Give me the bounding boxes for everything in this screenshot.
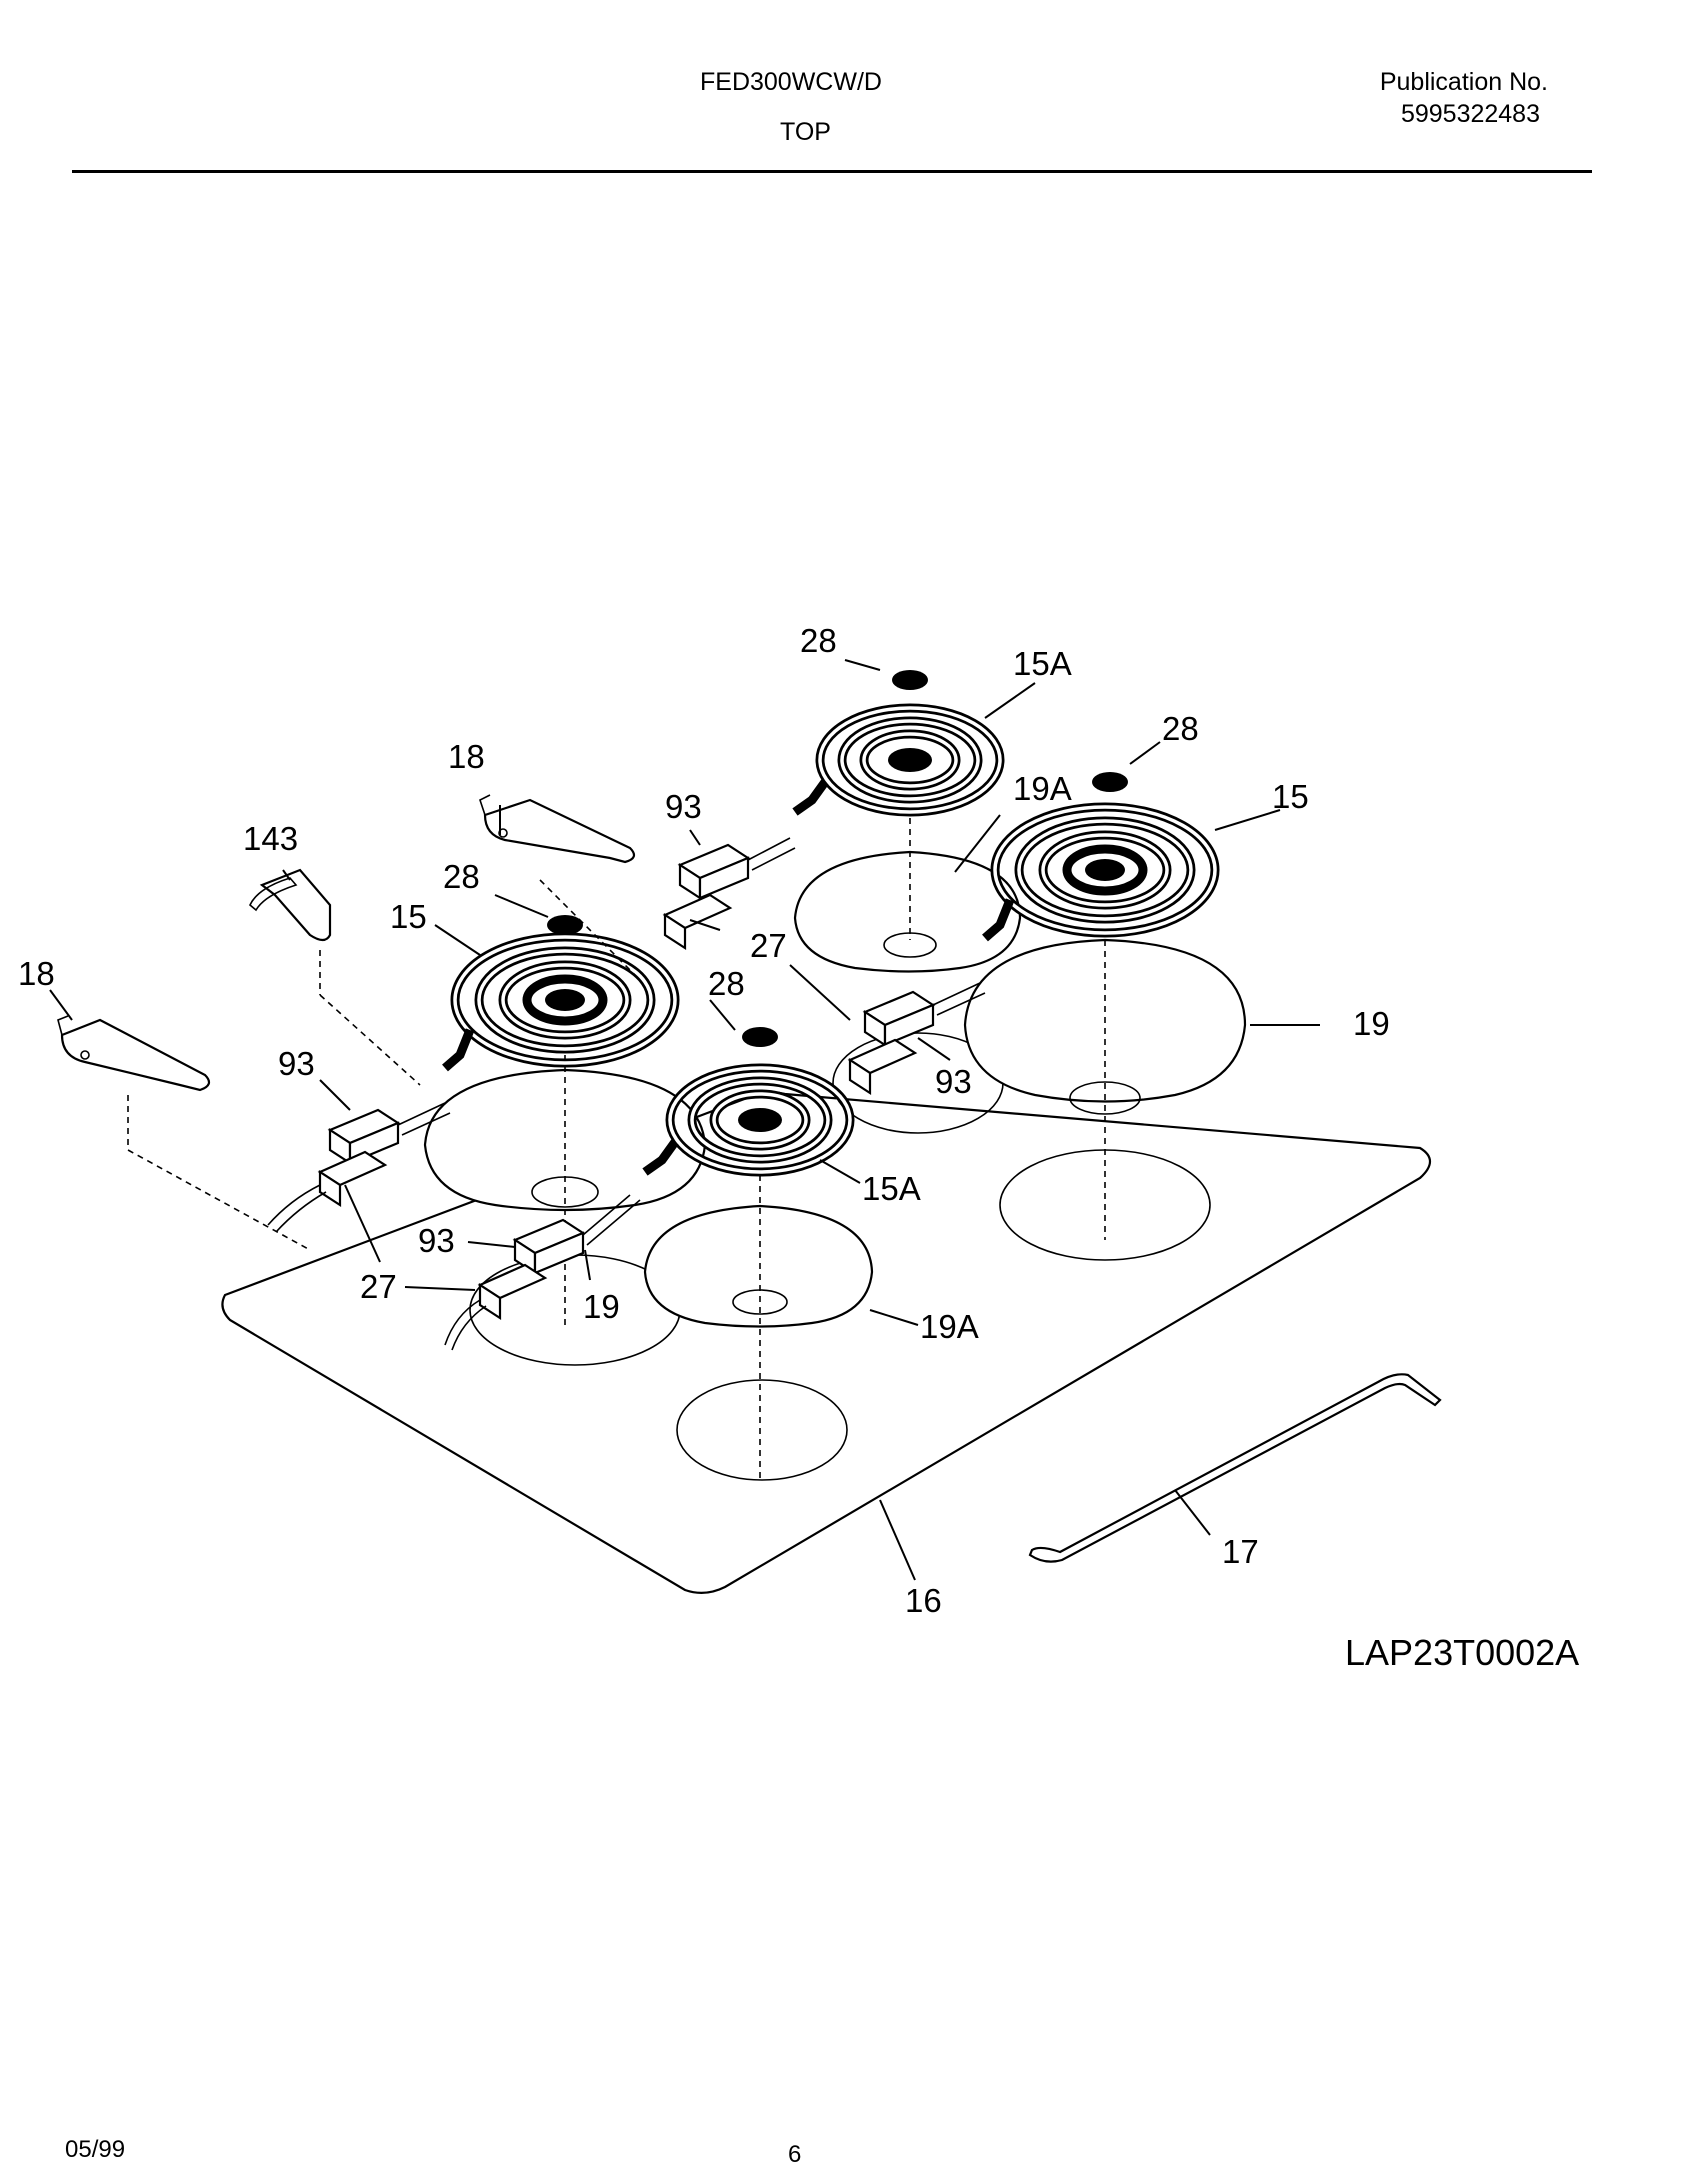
receptacle-93-bottom: [444, 1194, 641, 1351]
callout-93-top: 93: [665, 788, 702, 825]
bracket-143-guide-2: [319, 994, 421, 1086]
model-number: FED300WCW/D: [700, 68, 882, 96]
callout-93-left: 93: [278, 1045, 315, 1082]
trim-ring-cap-left: [547, 915, 583, 935]
bracket-143: [249, 868, 332, 942]
header-divider: [72, 170, 1592, 173]
callout-28-top: 28: [800, 622, 837, 659]
footer-date: 05/99: [65, 2136, 126, 2163]
callout-16: 16: [905, 1582, 942, 1619]
bracket-18-left-guide-2: [127, 1149, 311, 1251]
receptacle-93-left: [267, 1102, 451, 1233]
callout-15-right: 15: [1272, 778, 1309, 815]
drip-pan-19A-bottom: [643, 1204, 874, 1328]
callout-27-mid: 27: [750, 927, 787, 964]
callout-93-mid: 93: [935, 1063, 972, 1100]
callout-18-left: 18: [18, 955, 55, 992]
callout-19-bottom: 19: [583, 1288, 620, 1325]
callout-15A-top: 15A: [1013, 645, 1072, 682]
rod-17: [1028, 1373, 1442, 1563]
surface-element-15A-top: [792, 703, 1005, 817]
callout-18-top: 18: [448, 738, 485, 775]
bracket-18-left: [57, 1015, 211, 1092]
receptacle-93-mid: [847, 982, 986, 1096]
publication-label: Publication No.: [1379, 68, 1548, 96]
drawing-code: LAP23T0002A: [1345, 1632, 1580, 1673]
page-number: 6: [788, 2141, 802, 2168]
bracket-18-top: [479, 794, 636, 864]
surface-element-15A-bottom: [642, 1063, 855, 1177]
callout-27-bottom: 27: [360, 1268, 397, 1305]
callout-93-bottom: 93: [418, 1222, 455, 1259]
publication-number: 5995322483: [1400, 100, 1540, 128]
cooktop-opening-1: [676, 1379, 848, 1481]
callout-28-right: 28: [1162, 710, 1199, 747]
callout-19-right: 19: [1353, 1005, 1390, 1042]
bracket-18-top-guide: [539, 879, 641, 981]
callout-143: 143: [243, 820, 298, 857]
callout-15-left: 15: [390, 898, 427, 935]
drip-pan-15-left: [423, 1068, 707, 1212]
surface-element-15-left: [442, 932, 680, 1072]
drip-pan-19A-top: [793, 850, 1022, 973]
callout-19A-bottom: 19A: [920, 1308, 979, 1345]
callout-28-left: 28: [443, 858, 480, 895]
trim-ring-cap-mid: [742, 1027, 778, 1047]
trim-ring-cap-right: [1092, 772, 1128, 792]
callout-17: 17: [1222, 1533, 1259, 1570]
cooktop-panel: [221, 1091, 1432, 1594]
trim-ring-cap-top: [892, 670, 928, 690]
surface-element-15-right: [982, 802, 1220, 942]
receptacle-93-top: [662, 837, 796, 951]
callout-28-mid: 28: [708, 965, 745, 1002]
callout-15A-bottom: 15A: [862, 1170, 921, 1207]
leader-lines: [49, 659, 1320, 1581]
section-title: TOP: [780, 118, 831, 146]
callout-19A-top: 19A: [1013, 770, 1072, 807]
